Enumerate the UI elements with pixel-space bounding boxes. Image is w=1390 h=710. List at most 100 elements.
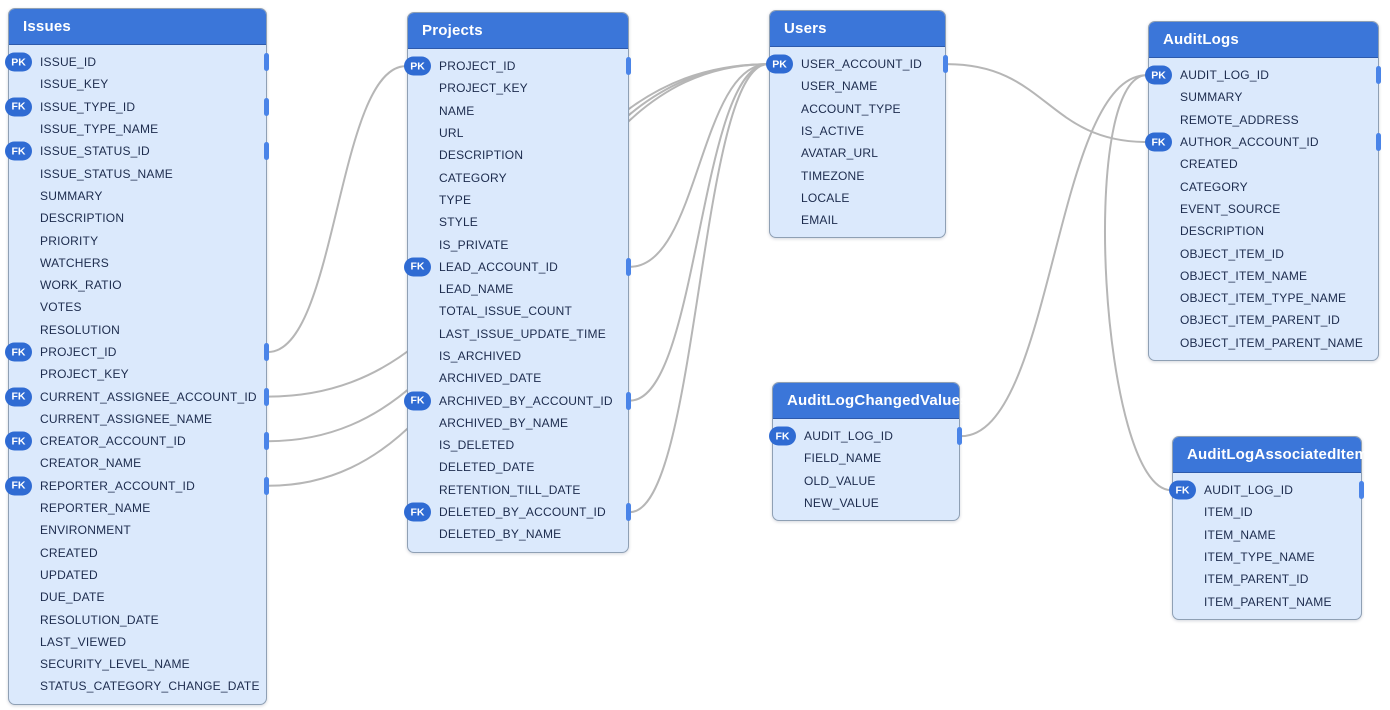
field-row-EVENT_SOURCE[interactable]: EVENT_SOURCE: [1149, 198, 1378, 220]
field-row-IS_DELETED[interactable]: IS_DELETED: [408, 434, 628, 456]
table-header-Users[interactable]: Users: [770, 11, 945, 47]
connection-port[interactable]: [264, 97, 269, 116]
field-row-CREATOR_NAME[interactable]: CREATOR_NAME: [9, 452, 266, 474]
relationship-AuditLogAssociatedItems-AUDIT_LOG_ID-to-AuditLogs-AUDIT_LOG_ID[interactable]: [1103, 74, 1172, 492]
connection-port[interactable]: [264, 432, 269, 451]
field-row-WORK_RATIO[interactable]: WORK_RATIO: [9, 274, 266, 296]
connection-port[interactable]: [957, 427, 962, 446]
field-row-IS_ARCHIVED[interactable]: IS_ARCHIVED: [408, 345, 628, 367]
field-row-REMOTE_ADDRESS[interactable]: REMOTE_ADDRESS: [1149, 109, 1378, 131]
connection-port[interactable]: [626, 57, 631, 76]
table-header-Issues[interactable]: Issues: [9, 9, 266, 45]
field-row-LOCALE[interactable]: LOCALE: [770, 187, 945, 209]
field-row-PROJECT_KEY[interactable]: PROJECT_KEY: [408, 77, 628, 99]
relationship-Projects-DELETED_BY_ACCOUNT_ID-to-Users-USER_ACCOUNT_ID[interactable]: [629, 63, 769, 514]
field-row-DELETED_BY_NAME[interactable]: DELETED_BY_NAME: [408, 523, 628, 545]
field-row-ITEM_PARENT_ID[interactable]: ITEM_PARENT_ID: [1173, 568, 1361, 590]
field-row-IS_ACTIVE[interactable]: IS_ACTIVE: [770, 120, 945, 142]
field-row-OBJECT_ITEM_ID[interactable]: OBJECT_ITEM_ID: [1149, 242, 1378, 264]
field-row-EMAIL[interactable]: EMAIL: [770, 209, 945, 231]
connection-port[interactable]: [1376, 66, 1381, 85]
field-row-OBJECT_ITEM_PARENT_NAME[interactable]: OBJECT_ITEM_PARENT_NAME: [1149, 332, 1378, 354]
field-row-ENVIRONMENT[interactable]: ENVIRONMENT: [9, 519, 266, 541]
field-row-ACCOUNT_TYPE[interactable]: ACCOUNT_TYPE: [770, 98, 945, 120]
field-row-TYPE[interactable]: TYPE: [408, 189, 628, 211]
relationship-AuditLogChangedValues-AUDIT_LOG_ID-to-AuditLogs-AUDIT_LOG_ID[interactable]: [960, 74, 1148, 438]
field-row-DESCRIPTION[interactable]: DESCRIPTION: [9, 207, 266, 229]
field-row-ARCHIVED_BY_NAME[interactable]: ARCHIVED_BY_NAME: [408, 412, 628, 434]
field-row-CATEGORY[interactable]: CATEGORY: [1149, 175, 1378, 197]
field-row-TOTAL_ISSUE_COUNT[interactable]: TOTAL_ISSUE_COUNT: [408, 300, 628, 322]
field-row-PRIORITY[interactable]: PRIORITY: [9, 229, 266, 251]
field-row-OLD_VALUE[interactable]: OLD_VALUE: [773, 470, 959, 492]
field-row-LAST_VIEWED[interactable]: LAST_VIEWED: [9, 631, 266, 653]
field-row-DUE_DATE[interactable]: DUE_DATE: [9, 586, 266, 608]
table-header-Projects[interactable]: Projects: [408, 13, 628, 49]
table-header-AuditLogAssociatedItems[interactable]: AuditLogAssociatedItems: [1173, 437, 1376, 473]
relationship-Projects-LEAD_ACCOUNT_ID-to-Users-USER_ACCOUNT_ID[interactable]: [629, 63, 769, 268]
field-row-ARCHIVED_DATE[interactable]: ARCHIVED_DATE: [408, 367, 628, 389]
relationship-Projects-ARCHIVED_BY_ACCOUNT_ID-to-Users-USER_ACCOUNT_ID[interactable]: [629, 63, 769, 402]
field-row-ISSUE_TYPE_NAME[interactable]: ISSUE_TYPE_NAME: [9, 118, 266, 140]
connection-port[interactable]: [264, 387, 269, 406]
field-row-CURRENT_ASSIGNEE_NAME[interactable]: CURRENT_ASSIGNEE_NAME: [9, 408, 266, 430]
table-header-AuditLogs[interactable]: AuditLogs: [1149, 22, 1378, 58]
field-row-UPDATED[interactable]: UPDATED: [9, 564, 266, 586]
field-row-IS_PRIVATE[interactable]: IS_PRIVATE: [408, 233, 628, 255]
field-row-RESOLUTION[interactable]: RESOLUTION: [9, 319, 266, 341]
field-row-STATUS_CATEGORY_CHANGE_DATE[interactable]: STATUS_CATEGORY_CHANGE_DATE: [9, 675, 266, 697]
field-row-SECURITY_LEVEL_NAME[interactable]: SECURITY_LEVEL_NAME: [9, 653, 266, 675]
field-row-RETENTION_TILL_DATE[interactable]: RETENTION_TILL_DATE: [408, 479, 628, 501]
relationship-Issues-PROJECT_ID-to-Projects-PROJECT_ID[interactable]: [267, 65, 407, 354]
field-row-NEW_VALUE[interactable]: NEW_VALUE: [773, 492, 959, 514]
field-row-VOTES[interactable]: VOTES: [9, 296, 266, 318]
field-row-URL[interactable]: URL: [408, 122, 628, 144]
field-row-TIMEZONE[interactable]: TIMEZONE: [770, 164, 945, 186]
connection-port[interactable]: [264, 343, 269, 361]
connection-port[interactable]: [1376, 133, 1381, 152]
connection-port[interactable]: [943, 55, 948, 74]
field-row-ITEM_ID[interactable]: ITEM_ID: [1173, 501, 1361, 523]
connection-port[interactable]: [1359, 481, 1364, 500]
connection-port[interactable]: [626, 257, 631, 276]
field-row-ITEM_NAME[interactable]: ITEM_NAME: [1173, 524, 1361, 546]
table-header-AuditLogChangedValues[interactable]: AuditLogChangedValues: [773, 383, 969, 419]
field-row-OBJECT_ITEM_PARENT_ID[interactable]: OBJECT_ITEM_PARENT_ID: [1149, 309, 1378, 331]
field-row-ITEM_TYPE_NAME[interactable]: ITEM_TYPE_NAME: [1173, 546, 1361, 568]
field-row-STYLE[interactable]: STYLE: [408, 211, 628, 233]
field-row-ISSUE_STATUS_NAME[interactable]: ISSUE_STATUS_NAME: [9, 162, 266, 184]
field-row-ITEM_PARENT_NAME[interactable]: ITEM_PARENT_NAME: [1173, 590, 1361, 612]
field-row-FIELD_NAME[interactable]: FIELD_NAME: [773, 447, 959, 469]
field-row-LEAD_NAME[interactable]: LEAD_NAME: [408, 278, 628, 300]
field-row-DESCRIPTION[interactable]: DESCRIPTION: [1149, 220, 1378, 242]
field-row-DELETED_DATE[interactable]: DELETED_DATE: [408, 456, 628, 478]
field-row-ISSUE_KEY[interactable]: ISSUE_KEY: [9, 73, 266, 95]
field-row-CATEGORY[interactable]: CATEGORY: [408, 166, 628, 188]
connection-port[interactable]: [626, 503, 631, 522]
field-row-DESCRIPTION[interactable]: DESCRIPTION: [408, 144, 628, 166]
field-row-PROJECT_KEY[interactable]: PROJECT_KEY: [9, 363, 266, 385]
field-row-AVATAR_URL[interactable]: AVATAR_URL: [770, 142, 945, 164]
field-row-NAME[interactable]: NAME: [408, 100, 628, 122]
connection-port[interactable]: [264, 142, 269, 161]
connection-port[interactable]: [264, 53, 269, 72]
field-row-RESOLUTION_DATE[interactable]: RESOLUTION_DATE: [9, 608, 266, 630]
